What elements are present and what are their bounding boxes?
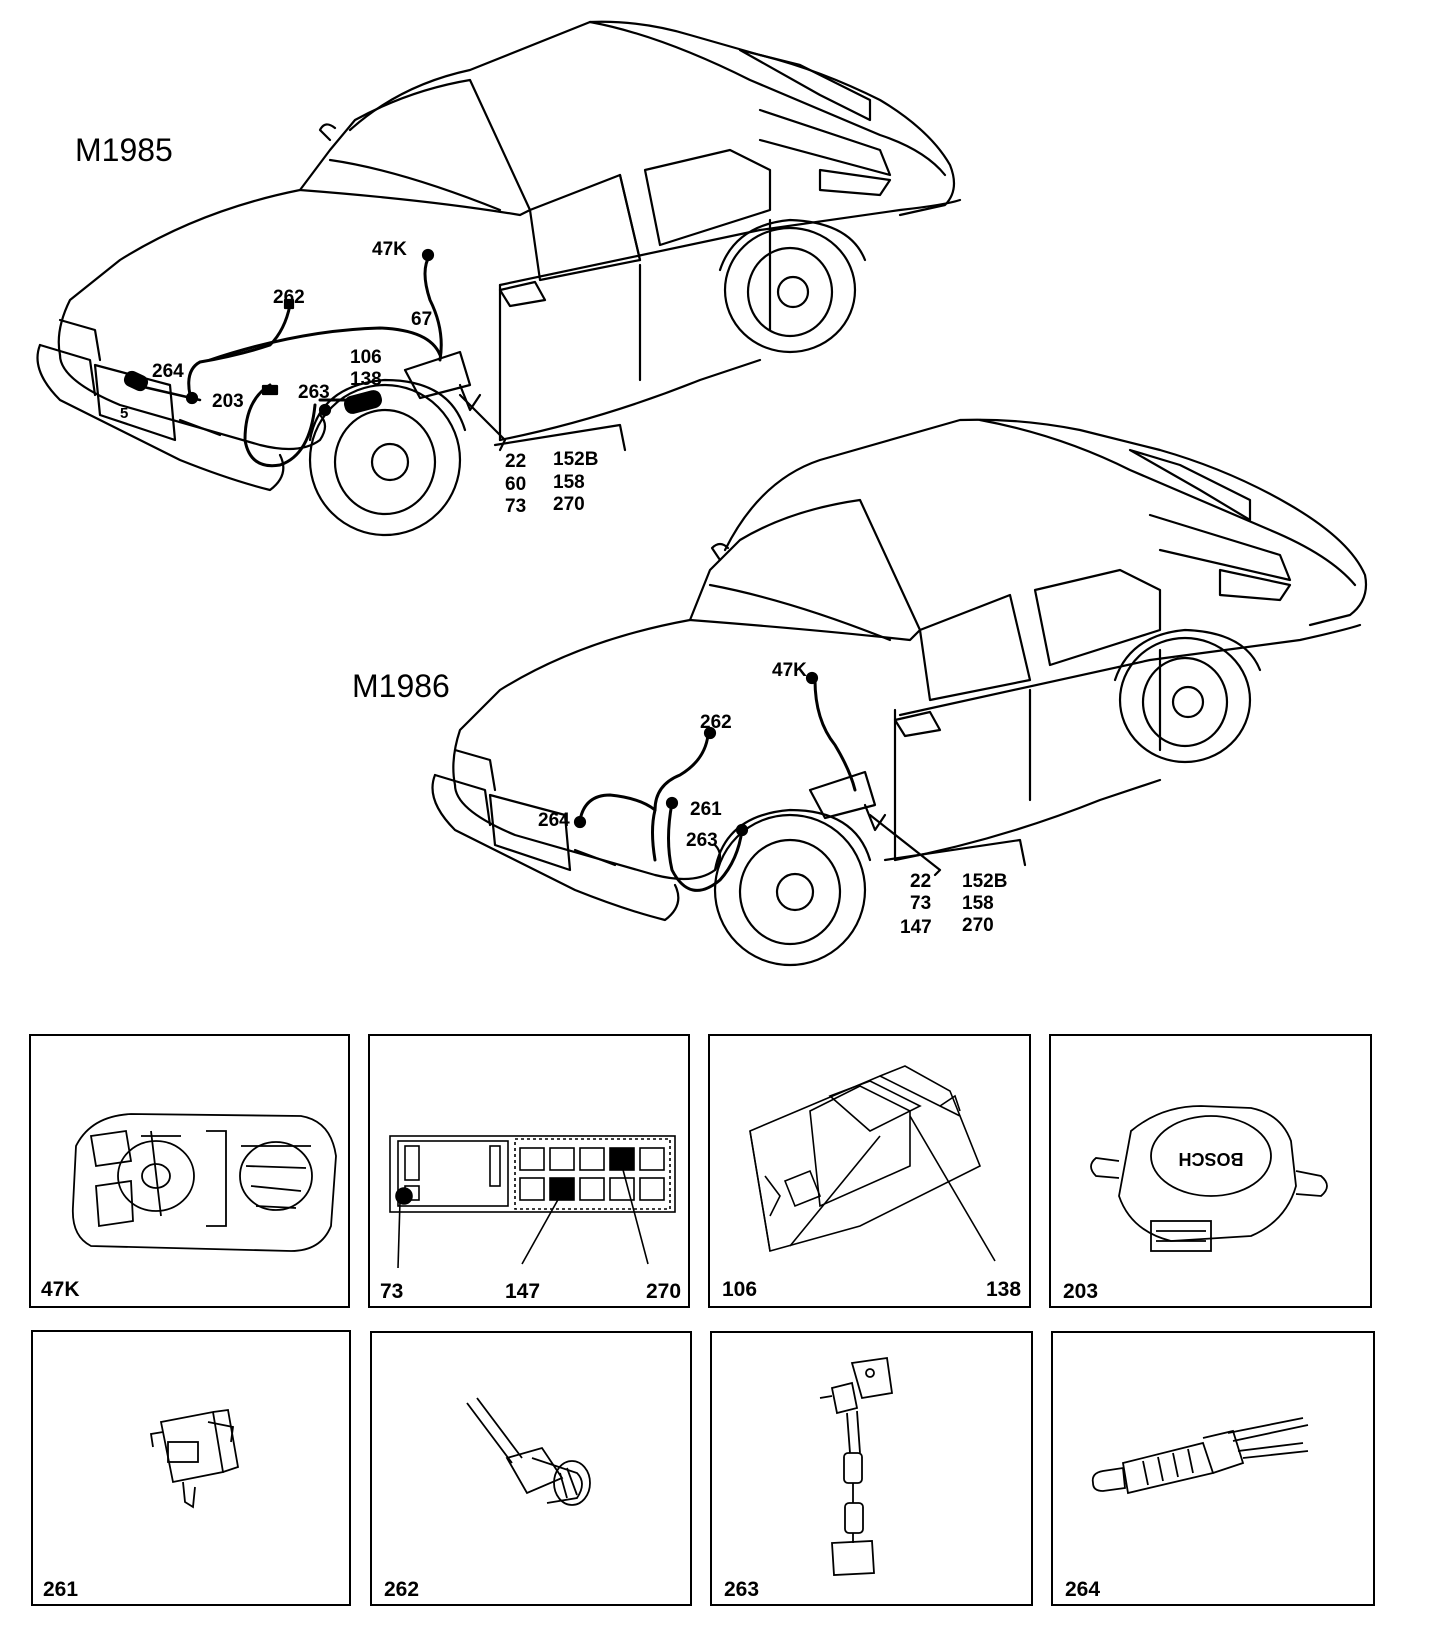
callout-m1986-261: 261 <box>690 799 722 820</box>
callout-m1985-138: 138 <box>350 369 382 390</box>
callout-m1985-group-2: 60 <box>505 474 527 495</box>
car-diagrams <box>36 20 1368 967</box>
throttle-sensor-illustration: BOSCH <box>1090 1105 1328 1252</box>
relay-box-illustration <box>749 1065 996 1262</box>
brand-text: BOSCH <box>1178 1149 1243 1169</box>
panel-264-label: 264 <box>1065 1578 1101 1601</box>
panel-203-label: 203 <box>1063 1280 1099 1303</box>
callout-m1986-group-5: 270 <box>962 915 994 936</box>
callout-m1985-67: 67 <box>411 309 433 330</box>
callout-m1985-47k: 47K <box>372 239 407 260</box>
fusebox-illustration <box>389 1135 676 1269</box>
callout-m1985-203: 203 <box>212 391 244 412</box>
callout-m1986-263: 263 <box>686 830 718 851</box>
callout-m1986-group-2: 73 <box>910 893 932 914</box>
instrument-cluster-illustration <box>71 1113 337 1252</box>
callout-m1985-264: 264 <box>152 361 184 382</box>
panel-264: 264 <box>1051 1331 1375 1606</box>
panel-262: 262 <box>370 1331 692 1606</box>
panel-fusebox-label-73: 73 <box>380 1280 404 1303</box>
callout-m1986-group-0: 22 <box>910 871 932 892</box>
model-title-m1985: M1985 <box>75 132 173 168</box>
callout-m1986-group-4: 147 <box>900 917 932 938</box>
sensor-262-illustration <box>466 1397 591 1506</box>
callout-m1986-group-3: 158 <box>962 893 994 914</box>
switch-261-illustration <box>149 1408 240 1509</box>
car-m1985 <box>36 20 962 537</box>
panel-fusebox-label-270: 270 <box>646 1280 682 1303</box>
panel-263: 263 <box>710 1331 1033 1606</box>
callout-m1985-group-3: 158 <box>553 472 585 493</box>
callout-m1986-47k: 47K <box>772 660 807 681</box>
panel-47k: 47K <box>29 1034 350 1308</box>
panel-263-label: 263 <box>724 1578 760 1601</box>
callout-m1986-262: 262 <box>700 712 732 733</box>
panel-203: BOSCH 203 <box>1049 1034 1372 1308</box>
panel-fusebox: 73 147 270 <box>368 1034 690 1308</box>
callout-m1986-264: 264 <box>538 810 570 831</box>
car-m1986 <box>431 418 1368 967</box>
callout-m1985-106: 106 <box>350 347 382 368</box>
callout-m1985-group-0: 22 <box>505 451 527 472</box>
switch-264-illustration <box>1091 1417 1309 1495</box>
callout-m1985-group-1: 152B <box>553 449 599 470</box>
callout-m1985-263: 263 <box>298 382 330 403</box>
panel-fusebox-label-147: 147 <box>505 1280 541 1303</box>
panel-relay-label-138: 138 <box>986 1278 1022 1301</box>
panel-262-label: 262 <box>384 1578 420 1601</box>
sensor-263-illustration <box>819 1356 894 1576</box>
callout-m1985-5: 5 <box>120 405 129 422</box>
callout-m1985-group-5: 270 <box>553 494 585 515</box>
panel-47k-label: 47K <box>41 1278 80 1301</box>
callout-m1985-group-4: 73 <box>505 496 527 517</box>
model-title-m1986: M1986 <box>352 668 450 704</box>
callout-m1986-group-1: 152B <box>962 871 1008 892</box>
callout-m1985-262: 262 <box>273 287 305 308</box>
panel-261: 261 <box>31 1330 351 1606</box>
panel-261-label: 261 <box>43 1578 79 1601</box>
panel-relay-label-106: 106 <box>722 1278 758 1301</box>
panel-relay: 106 138 <box>708 1034 1031 1308</box>
